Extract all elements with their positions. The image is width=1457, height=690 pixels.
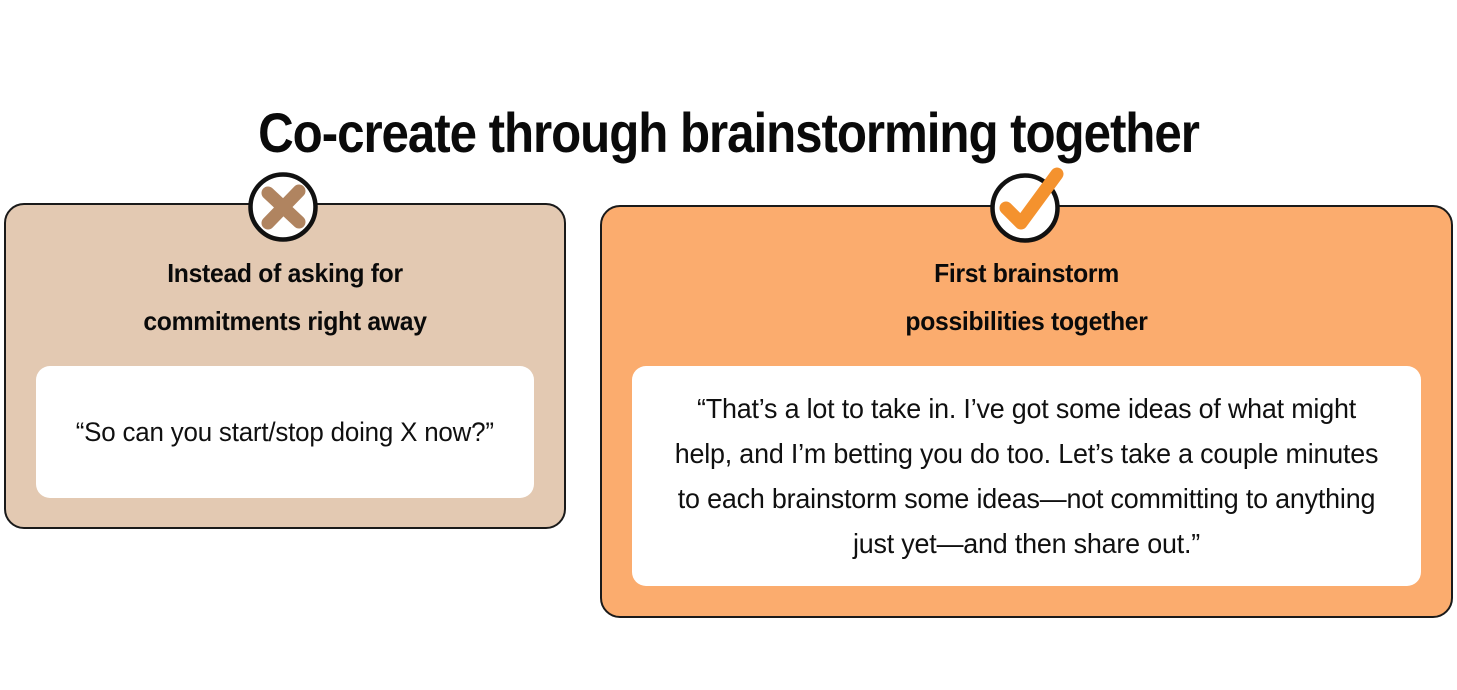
- do-quote-text: “That’s a lot to take in. I’ve got some …: [674, 393, 1379, 559]
- dont-heading-line-1: Instead of asking for: [167, 258, 403, 288]
- dont-card-heading: Instead of asking for commitments right …: [20, 249, 550, 345]
- do-card-heading: First brainstorm possibilities together: [623, 249, 1430, 345]
- dont-card: Instead of asking for commitments right …: [4, 203, 566, 529]
- dont-quote-text: “So can you start/stop doing X now?”: [75, 416, 495, 447]
- do-heading-line-2: possibilities together: [905, 306, 1148, 336]
- do-quote-box: “That’s a lot to take in. I’ve got some …: [632, 366, 1421, 586]
- page-title: Co-create through brainstorming together: [258, 100, 1200, 164]
- dont-heading-line-2: commitments right away: [143, 306, 427, 336]
- dont-quote-box: “So can you start/stop doing X now?”: [36, 366, 534, 498]
- do-card: First brainstorm possibilities together …: [600, 205, 1453, 618]
- do-heading-line-1: First brainstorm: [934, 258, 1119, 288]
